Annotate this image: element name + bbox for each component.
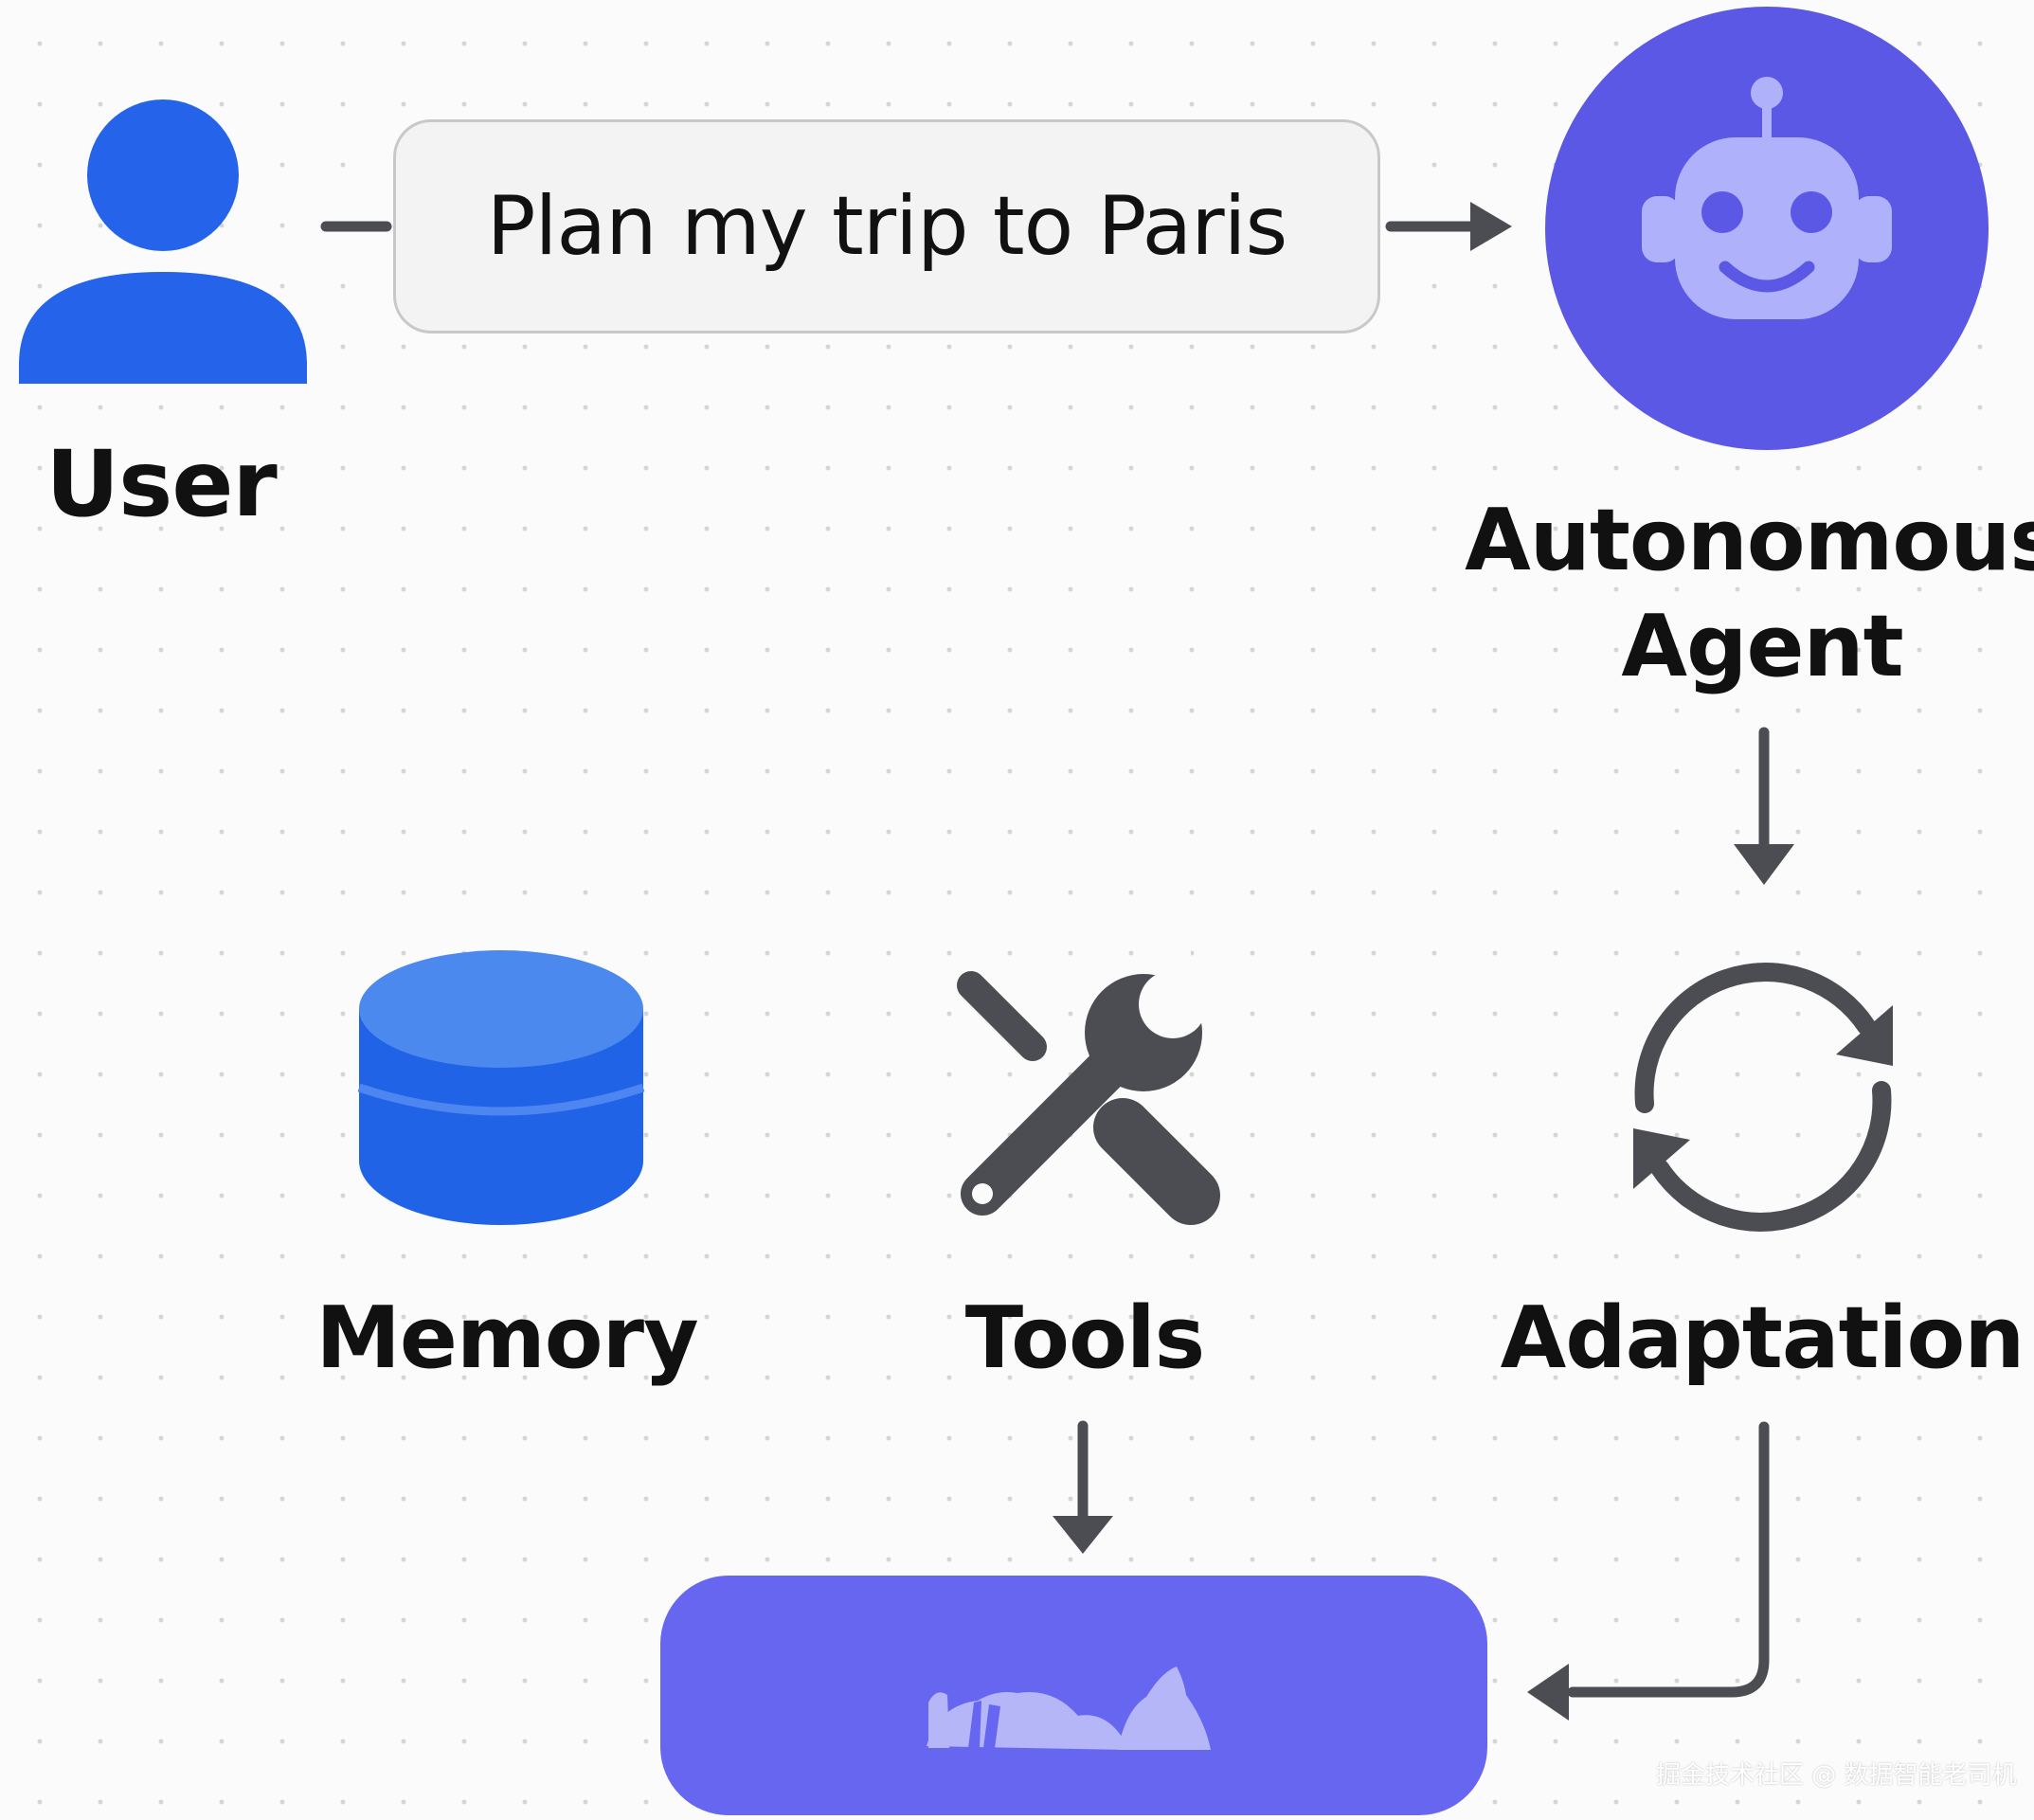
- agent-node: [1545, 7, 1989, 450]
- tools-label: Tools: [964, 1288, 1206, 1388]
- memory-label: Memory: [315, 1288, 698, 1388]
- arrowhead-agent: [1470, 202, 1512, 251]
- arrowhead-result: [1527, 1664, 1569, 1721]
- arrowhead-tools: [1053, 1516, 1113, 1554]
- database-icon: [357, 950, 645, 1225]
- result-box: [660, 1576, 1487, 1815]
- adaptation-to-result-line: [1567, 1421, 1770, 1698]
- arrowhead-adaptation: [1734, 844, 1794, 885]
- robot-icon: [1545, 7, 1989, 450]
- user-label: User: [45, 431, 278, 537]
- agent-label-line2: Agent: [1621, 597, 1903, 696]
- message-box: Plan my trip to Paris: [393, 119, 1380, 333]
- watermark-text: 掘金技术社区 @ 数据智能老司机: [1656, 1761, 2017, 1790]
- wrench-screwdriver-icon: [957, 947, 1220, 1225]
- refresh-cycle-icon: [1633, 963, 1893, 1232]
- message-text: Plan my trip to Paris: [486, 179, 1288, 274]
- adaptation-label: Adaptation: [1500, 1288, 2025, 1388]
- landscape-icon: [927, 1667, 1211, 1750]
- user-icon: [19, 99, 307, 384]
- agent-label-line1: Autonomous: [1465, 491, 2034, 590]
